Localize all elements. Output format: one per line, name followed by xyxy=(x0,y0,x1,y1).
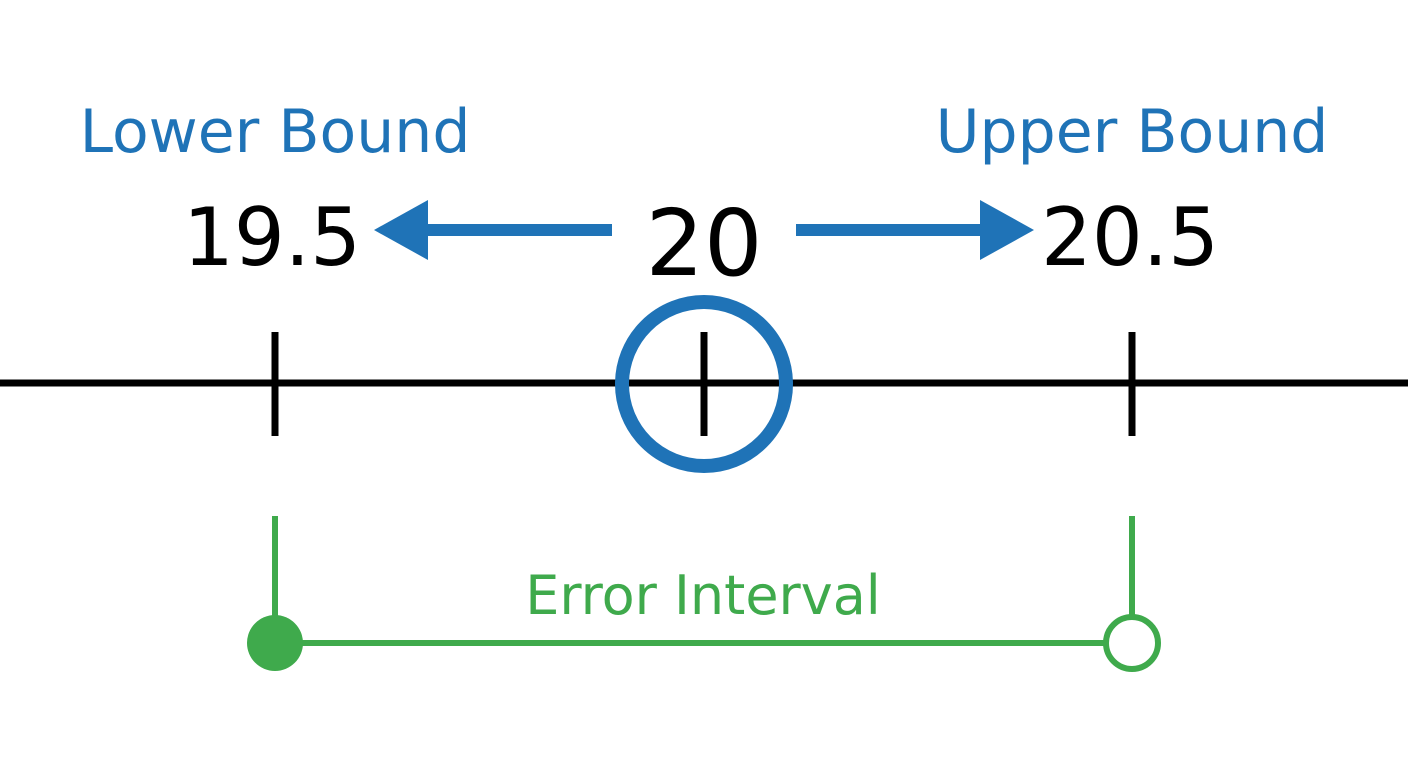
lower-bound-label: Lower Bound xyxy=(80,97,471,167)
right-arrow-icon xyxy=(796,200,1034,260)
center-circle-marker xyxy=(615,295,793,473)
center-value: 20 xyxy=(645,190,762,297)
error-interval-label: Error Interval xyxy=(525,564,881,627)
left-arrow-icon xyxy=(374,200,612,260)
upper-value: 20.5 xyxy=(1041,191,1219,284)
upper-bound-label: Upper Bound xyxy=(936,97,1329,167)
closed-endpoint-marker xyxy=(247,615,303,671)
open-endpoint-marker xyxy=(1103,614,1161,672)
lower-value: 19.5 xyxy=(183,191,361,284)
